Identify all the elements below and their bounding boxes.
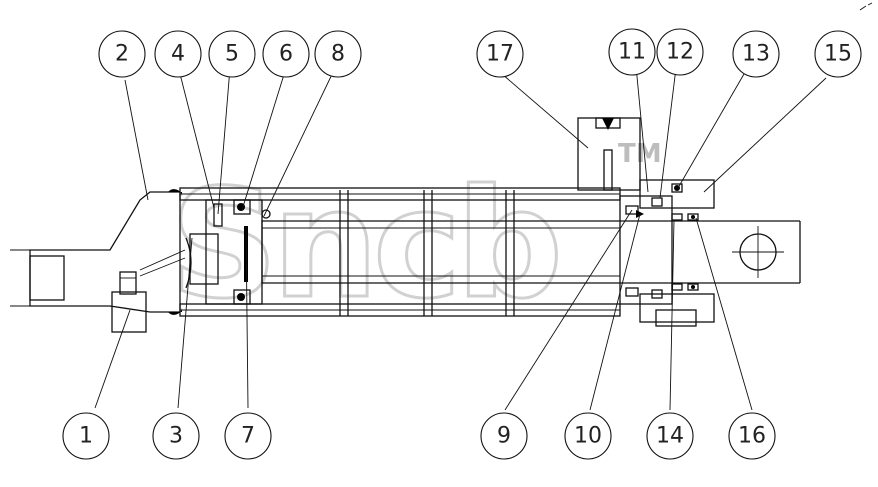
callout-label: 17: [486, 42, 514, 67]
callout-6: 6: [262, 30, 310, 78]
callout-9: 9: [480, 412, 528, 460]
callout-label: 6: [279, 42, 293, 67]
callout-label: 4: [171, 42, 185, 67]
cylinder-barrel: [179, 187, 621, 317]
callout-label: 5: [225, 42, 239, 67]
callout-14: 14: [646, 412, 694, 460]
callout-label: 10: [574, 424, 602, 449]
callout-1: 1: [62, 412, 110, 460]
callout-label: 12: [666, 40, 694, 65]
callout-16: 16: [728, 412, 776, 460]
callout-8: 8: [314, 30, 362, 78]
callout-13: 13: [732, 30, 780, 78]
watermark-text: Sncb: [170, 158, 557, 332]
callout-12: 12: [656, 28, 704, 76]
callout-4: 4: [154, 30, 202, 78]
callout-3: 3: [152, 412, 200, 460]
callout-label: 15: [824, 42, 852, 67]
callout-17: 17: [476, 30, 524, 78]
callout-5: 5: [208, 30, 256, 78]
callout-label: 13: [742, 42, 770, 67]
rear-end-cap: [10, 189, 186, 333]
gland-assembly: [619, 179, 715, 327]
callout-label: 8: [331, 42, 345, 67]
watermark: Sncb TM: [169, 139, 662, 334]
callout-10: 10: [564, 412, 612, 460]
callout-label: 16: [738, 424, 766, 449]
callout-balloons: 1 2 3 4 5 6 7 8 9 10 11 12 13 14 15 16 1…: [62, 28, 862, 460]
callout-11: 11: [608, 28, 656, 76]
callout-label: 14: [656, 424, 684, 449]
callout-2: 2: [98, 30, 146, 78]
callout-label: 1: [79, 424, 93, 449]
front-port-block: [577, 117, 641, 191]
callout-label: 7: [241, 424, 255, 449]
callout-label: 9: [497, 424, 511, 449]
callout-label: 2: [115, 42, 129, 67]
callout-7: 7: [224, 412, 272, 460]
callout-label: 11: [618, 40, 646, 65]
piston-rod: [262, 190, 801, 316]
callout-label: 3: [169, 424, 183, 449]
corner-mark: [859, 2, 873, 11]
leader-lines: [94, 65, 827, 411]
callout-15: 15: [814, 30, 862, 78]
